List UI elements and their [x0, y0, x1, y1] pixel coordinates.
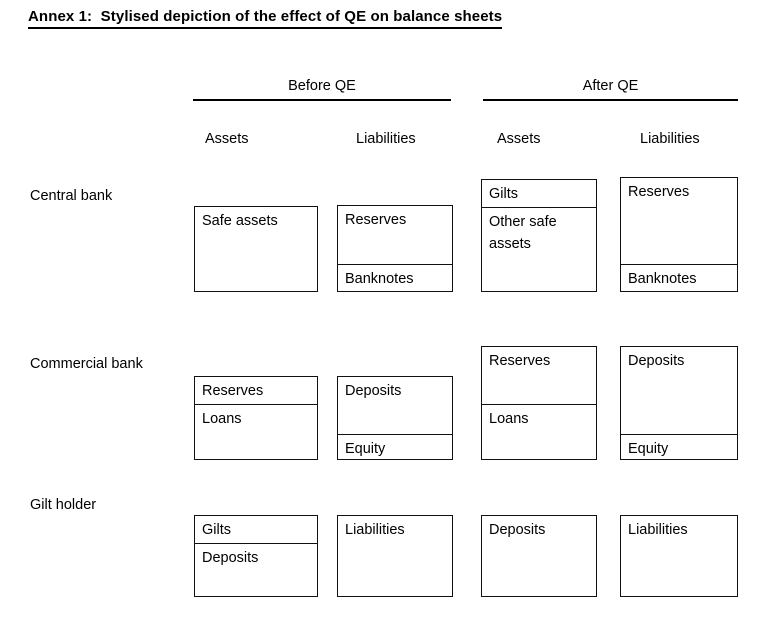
balance-cell: Deposits — [195, 543, 317, 598]
balance-box-gilt-holder-before-assets: Gilts Deposits — [194, 515, 318, 597]
balance-box-gilt-holder-after-assets: Deposits — [481, 515, 597, 597]
page-title: Annex 1: Stylised depiction of the effec… — [28, 8, 503, 29]
balance-cell: Loans — [195, 404, 317, 461]
balance-box-commercial-bank-before-liabilities: Deposits Equity — [337, 376, 453, 460]
balance-cell: Reserves — [628, 184, 690, 200]
balance-cell: Deposits — [489, 522, 546, 538]
col-header-after-assets: Assets — [497, 131, 541, 147]
balance-cell: Liabilities — [628, 522, 688, 538]
row-label-gilt-holder: Gilt holder — [30, 497, 97, 513]
phase-header-before: Before QE — [193, 78, 451, 101]
balance-cell: Reserves — [202, 383, 264, 399]
balance-cell: Liabilities — [345, 522, 405, 538]
balance-cell: Equity — [621, 434, 737, 461]
balance-cell: Reserves — [345, 212, 407, 228]
balance-cell: Safe assets — [202, 213, 278, 229]
balance-cell: Reserves — [489, 353, 551, 369]
balance-cell: Deposits — [345, 383, 402, 399]
col-header-before-assets: Assets — [205, 131, 249, 147]
balance-cell: Gilts — [489, 186, 518, 202]
phase-header-after-label: After QE — [582, 78, 639, 94]
balance-cell: Other safe assets — [482, 207, 596, 293]
balance-box-gilt-holder-after-liabilities: Liabilities — [620, 515, 738, 597]
balance-box-central-bank-before-assets: Safe assets — [194, 206, 318, 292]
balance-box-commercial-bank-after-liabilities: Deposits Equity — [620, 346, 738, 460]
balance-cell: Equity — [338, 434, 452, 461]
phase-header-after: After QE — [483, 78, 738, 101]
balance-cell: Banknotes — [621, 264, 737, 293]
balance-box-commercial-bank-after-assets: Reserves Loans — [481, 346, 597, 460]
balance-cell: Banknotes — [338, 264, 452, 293]
balance-box-gilt-holder-before-liabilities: Liabilities — [337, 515, 453, 597]
balance-cell: Deposits — [628, 353, 685, 369]
row-label-commercial-bank: Commercial bank — [30, 356, 143, 372]
row-label-central-bank: Central bank — [30, 188, 113, 204]
phase-header-before-label: Before QE — [288, 78, 356, 94]
col-header-after-liabilities: Liabilities — [640, 131, 700, 147]
balance-box-central-bank-after-assets: Gilts Other safe assets — [481, 179, 597, 292]
balance-box-central-bank-after-liabilities: Reserves Banknotes — [620, 177, 738, 292]
balance-cell: Loans — [482, 404, 596, 461]
balance-box-central-bank-before-liabilities: Reserves Banknotes — [337, 205, 453, 292]
col-header-before-liabilities: Liabilities — [356, 131, 416, 147]
balance-cell: Gilts — [202, 522, 231, 538]
balance-box-commercial-bank-before-assets: Reserves Loans — [194, 376, 318, 460]
